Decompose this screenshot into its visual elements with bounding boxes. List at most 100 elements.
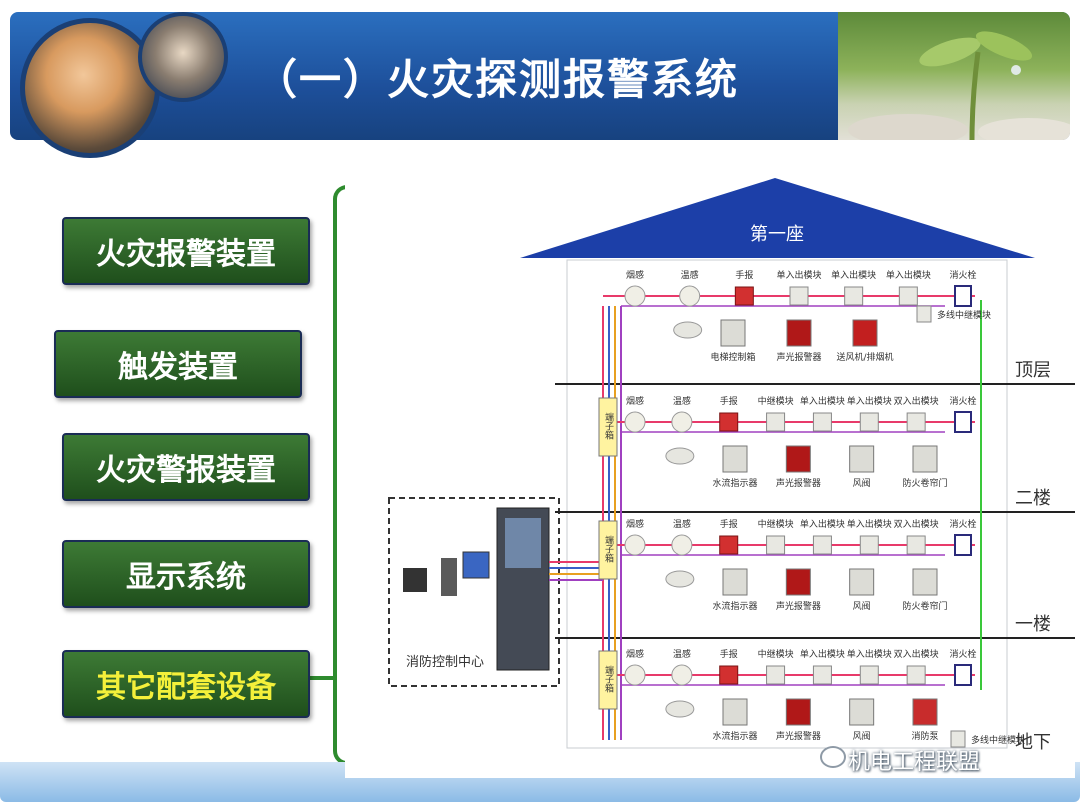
- field-device-icon: [785, 568, 811, 596]
- field-device-icon: [722, 698, 748, 726]
- junction-label: 端子箱: [603, 534, 614, 563]
- menu-item-other-equipment[interactable]: 其它配套设备: [62, 650, 310, 718]
- module-icon: [789, 286, 809, 306]
- field-device-label: 风阀: [853, 601, 871, 612]
- device-label: 单入出模块: [847, 518, 892, 530]
- relay-module-icon: [916, 305, 932, 323]
- fire-system-diagram: 第一座 消防控制中心 顶层二楼一楼地下烟感温感手报单入出模块单入出模块单入出模块…: [345, 170, 1075, 778]
- module-icon: [766, 535, 786, 555]
- module-icon: [859, 535, 879, 555]
- module-icon: [906, 535, 926, 555]
- page-title: （一）火灾探测报警系统: [255, 55, 740, 104]
- hydrant-icon: [954, 411, 972, 433]
- module-icon: [898, 286, 918, 306]
- field-device-icon: [849, 698, 875, 726]
- menu-item-label: 显示系统: [126, 560, 246, 595]
- roof-label: 第一座: [750, 224, 804, 245]
- menu-item-label: 火灾报警装置: [96, 237, 276, 272]
- detector-icon: [624, 534, 646, 556]
- module-icon: [906, 665, 926, 685]
- device-label: 中继模块: [758, 518, 794, 530]
- device-label: 单入出模块: [800, 648, 845, 660]
- device-label: 双入出模块: [894, 395, 939, 407]
- junction-box: [598, 520, 618, 580]
- menu-item-fire-alert-device[interactable]: 火灾警报装置: [62, 433, 310, 501]
- relay-module-label: 多线中继模块: [971, 734, 1025, 746]
- module-icon: [812, 412, 832, 432]
- building-diagram: 第一座 消防控制中心 顶层二楼一楼地下烟感温感手报单入出模块单入出模块单入出模块…: [388, 178, 1075, 753]
- module-icon: [859, 412, 879, 432]
- module-icon: [859, 665, 879, 685]
- field-device-icon: [722, 445, 748, 473]
- module-icon: [906, 412, 926, 432]
- wechat-icon: [820, 746, 846, 768]
- cabinet-panel: [505, 518, 541, 568]
- field-device-label: 水流指示器: [712, 600, 757, 612]
- manual-alarm-icon: [734, 286, 754, 306]
- device-label: 手报: [735, 269, 753, 281]
- monitor-icon: [462, 551, 490, 579]
- field-device-label: 消防泵: [911, 730, 938, 742]
- businessman-photo: [20, 18, 160, 158]
- hydrant-icon: [954, 285, 972, 307]
- control-center-box: [388, 497, 560, 687]
- device-label: 单入出模块: [776, 269, 821, 281]
- module-icon: [844, 286, 864, 306]
- manual-alarm-icon: [719, 412, 739, 432]
- menu-item-label: 其它配套设备: [96, 670, 276, 705]
- printer-icon: [403, 568, 427, 592]
- hydrant-icon: [954, 534, 972, 556]
- device-label: 双入出模块: [894, 648, 939, 660]
- field-device-icon: [849, 445, 875, 473]
- detector-icon: [671, 534, 693, 556]
- device-label: 烟感: [626, 518, 644, 530]
- handshake-photo: [138, 12, 228, 102]
- menu-item-trigger-device[interactable]: 触发装置: [54, 330, 302, 398]
- device-label: 单入出模块: [847, 648, 892, 660]
- device-label: 单入出模块: [847, 395, 892, 407]
- field-device-icon: [786, 319, 812, 347]
- field-device-label: 电梯控制箱: [710, 351, 755, 363]
- module-icon: [766, 412, 786, 432]
- field-device-icon: [852, 319, 878, 347]
- menu-item-label: 触发装置: [118, 350, 238, 385]
- building-roof: [520, 178, 1035, 258]
- device-label: 单入出模块: [886, 269, 931, 281]
- hydrant-icon: [954, 664, 972, 686]
- junction-box: [598, 397, 618, 457]
- device-label: 手报: [720, 648, 738, 660]
- pc-tower-icon: [441, 558, 457, 596]
- module-icon: [812, 535, 832, 555]
- floor-label: 地下: [1015, 732, 1051, 753]
- device-label: 双入出模块: [894, 518, 939, 530]
- field-device-label: 声光报警器: [776, 477, 821, 489]
- device-label: 消火栓: [949, 269, 976, 281]
- device-label: 中继模块: [758, 395, 794, 407]
- device-label: 消火栓: [949, 518, 976, 530]
- device-label: 单入出模块: [800, 395, 845, 407]
- beam-detector-icon: [665, 447, 695, 465]
- device-label: 单入出模块: [831, 269, 876, 281]
- device-label: 单入出模块: [800, 518, 845, 530]
- menu-item-display-system[interactable]: 显示系统: [62, 540, 310, 608]
- field-device-label: 防火卷帘门: [902, 477, 947, 489]
- device-label: 手报: [720, 395, 738, 407]
- relay-module-label: 多线中继模块: [937, 309, 991, 321]
- detector-icon: [679, 285, 701, 307]
- menu-item-fire-alarm-device[interactable]: 火灾报警装置: [62, 217, 310, 285]
- field-device-icon: [849, 568, 875, 596]
- beam-detector-icon: [665, 570, 695, 588]
- field-device-icon: [785, 445, 811, 473]
- field-device-icon: [912, 568, 938, 596]
- floor-label: 二楼: [1015, 488, 1051, 509]
- menu-item-label: 火灾警报装置: [96, 453, 276, 488]
- building-outline: [566, 259, 1008, 749]
- field-device-label: 声光报警器: [776, 730, 821, 742]
- device-label: 中继模块: [758, 648, 794, 660]
- field-device-icon: [785, 698, 811, 726]
- device-label: 消火栓: [949, 648, 976, 660]
- junction-label: 端子箱: [603, 411, 614, 440]
- module-icon: [812, 665, 832, 685]
- detector-icon: [624, 411, 646, 433]
- device-label: 温感: [673, 395, 691, 407]
